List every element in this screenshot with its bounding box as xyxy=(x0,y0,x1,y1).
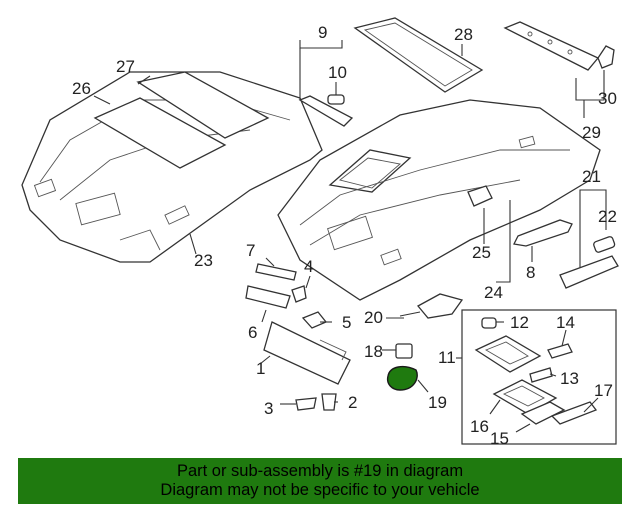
sunroof-28 xyxy=(353,17,484,93)
highlighted-part-19 xyxy=(386,365,418,391)
banner-line-1: Part or sub-assembly is #19 in diagram xyxy=(176,462,464,480)
pad-26 xyxy=(93,97,227,169)
callout-13: 13 xyxy=(560,369,579,388)
clip-18 xyxy=(395,343,413,359)
pad-27 xyxy=(136,71,270,139)
callout-14: 14 xyxy=(556,313,575,332)
clip-10 xyxy=(327,94,345,105)
callout-8: 8 xyxy=(526,263,535,282)
callout-29: 29 xyxy=(582,123,601,142)
callout-7: 7 xyxy=(246,241,255,260)
clip-4 xyxy=(291,285,307,303)
callout-28: 28 xyxy=(454,25,473,44)
callout-17: 17 xyxy=(594,381,613,400)
clip-3 xyxy=(295,397,317,411)
callout-16: 16 xyxy=(470,417,489,436)
callout-2: 2 xyxy=(348,393,357,412)
callout-11: 11 xyxy=(438,348,456,367)
bulb-22 xyxy=(593,236,616,253)
leader-lines xyxy=(93,40,607,433)
parts-diagram: 9 10 28 30 29 27 26 23 21 22 25 8 24 7 4… xyxy=(21,17,619,448)
clip-5 xyxy=(301,311,328,329)
callout-10: 10 xyxy=(328,63,347,82)
holder-2 xyxy=(321,393,337,411)
lamp-7 xyxy=(255,263,297,281)
grab-handle-8 xyxy=(513,219,573,247)
callout-3: 3 xyxy=(264,399,273,418)
handle-9 xyxy=(298,95,354,127)
callout-15: 15 xyxy=(490,429,509,448)
callout-19: 19 xyxy=(428,393,447,412)
callout-5: 5 xyxy=(342,313,351,332)
callout-26: 26 xyxy=(72,79,91,98)
bracket-25 xyxy=(467,185,493,207)
bracket-29 xyxy=(503,21,600,71)
sun-visor-1 xyxy=(263,321,351,385)
callout-22: 22 xyxy=(598,207,617,226)
callout-20: 20 xyxy=(364,308,383,327)
callout-30: 30 xyxy=(598,89,617,108)
callout-4: 4 xyxy=(304,257,313,276)
clip-30 xyxy=(597,45,615,69)
mirror-6 xyxy=(245,285,291,309)
callout-6: 6 xyxy=(248,323,257,342)
callout-18: 18 xyxy=(364,342,383,361)
callout-24: 24 xyxy=(484,283,503,302)
callout-9: 9 xyxy=(318,23,327,42)
headliner-right xyxy=(277,99,601,301)
callout-25: 25 xyxy=(472,243,491,262)
callout-27: 27 xyxy=(116,57,135,76)
banner-line-2: Diagram may not be specific to your vehi… xyxy=(160,481,480,499)
callout-1: 1 xyxy=(256,359,265,378)
info-banner: Part or sub-assembly is #19 in diagram D… xyxy=(18,458,622,504)
lamp-20 xyxy=(399,293,464,319)
detail-box-11 xyxy=(461,309,617,445)
callout-21: 21 xyxy=(582,167,601,186)
map-light-21 xyxy=(559,255,619,289)
callout-23: 23 xyxy=(194,251,213,270)
callout-12: 12 xyxy=(510,313,529,332)
